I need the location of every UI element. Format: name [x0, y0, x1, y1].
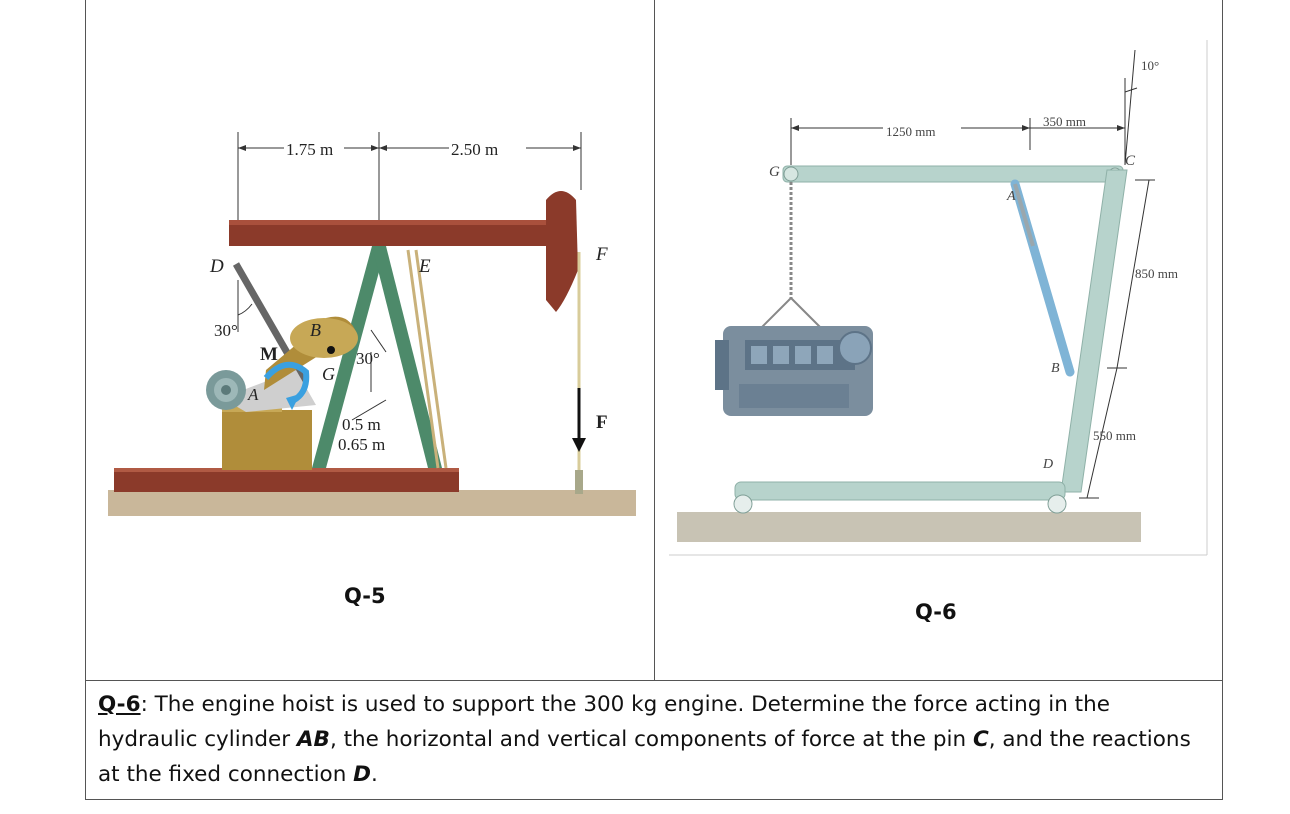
q5-base-beam — [114, 470, 459, 492]
q5-horse-head — [546, 191, 578, 312]
q6-label-B: B — [1051, 361, 1060, 376]
q5-cell: 1.75 m 2.50 m — [86, 0, 655, 680]
q5-dim-left: 1.75 m — [286, 140, 333, 159]
q6-label-G: G — [769, 164, 780, 180]
q5-label-E: E — [418, 256, 431, 277]
q6-floor — [677, 512, 1141, 542]
q6-label-C: C — [1125, 153, 1136, 169]
q5-angle-left: 30° — [214, 321, 238, 340]
figure-table: 1.75 m 2.50 m — [85, 0, 1223, 800]
q6-dim-1250: 1250 mm — [886, 124, 935, 139]
q5-a-frame — [312, 246, 386, 468]
question-d: D — [353, 762, 372, 787]
question-ab: AB — [296, 727, 330, 752]
q5-ground — [108, 490, 636, 516]
q6-dim-550: 550 mm — [1093, 428, 1136, 443]
q6-engine-hoist-figure: 1250 mm 350 mm 10° 850 mm 550 mm — [669, 40, 1208, 556]
q6-base-leg — [734, 481, 1066, 501]
q5-gearbox-base — [222, 410, 312, 470]
q6-boom — [782, 165, 1124, 183]
q6-dim-350: 350 mm — [1043, 114, 1086, 129]
q6-cell: 1250 mm 350 mm 10° 850 mm 550 mm — [655, 0, 1223, 680]
q5-label-M: M — [260, 344, 278, 365]
question-part-4: . — [371, 762, 378, 787]
q5-label-F-top: F — [595, 244, 608, 265]
question-colon: : — [140, 692, 148, 717]
q5-label-B: B — [310, 320, 321, 340]
q5-caption: Q-5 — [344, 584, 386, 608]
q5-label-F-arrow: F — [596, 412, 608, 433]
q5-pumpjack-figure: 1.75 m 2.50 m — [108, 132, 636, 516]
q6-engine — [715, 326, 873, 416]
question-part-2: , the horizontal and vertical components… — [329, 727, 973, 752]
question-text: Q-6: The engine hoist is used to support… — [98, 687, 1198, 792]
q5-len-b: 0.65 m — [338, 435, 385, 454]
question-row: Q-6: The engine hoist is used to support… — [86, 680, 1222, 799]
q6-mast — [1060, 169, 1128, 493]
q6-caption: Q-6 — [915, 600, 957, 624]
q6-dim-850: 850 mm — [1135, 266, 1178, 281]
question-part-3: , and the reactions at the fixed connect… — [98, 727, 1191, 787]
q5-moment-arrow — [263, 361, 310, 403]
q5-len-a: 0.5 m — [342, 415, 381, 434]
q6-angle: 10° — [1141, 58, 1159, 73]
q5-label-D: D — [209, 256, 224, 277]
q5-angle-right: 30° — [356, 349, 380, 368]
question-id: Q-6 — [98, 692, 141, 717]
q5-label-A: A — [247, 385, 259, 404]
q5-label-G: G — [322, 364, 335, 384]
question-part-1: The engine hoist is used to support the … — [98, 692, 1110, 752]
question-c: C — [972, 727, 989, 752]
q6-label-A: A — [1006, 189, 1016, 204]
q5-dim-right: 2.50 m — [451, 140, 498, 159]
q6-label-D: D — [1042, 457, 1053, 472]
